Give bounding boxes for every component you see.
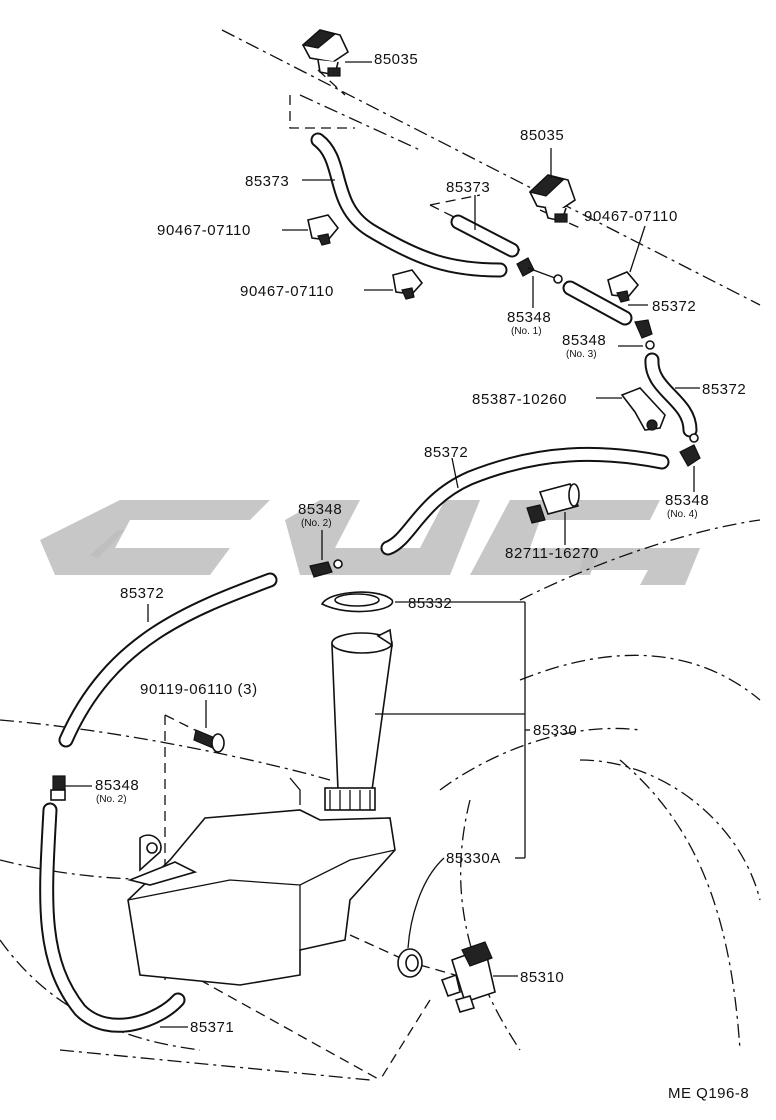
label-nozzle-top: 85035 (374, 51, 418, 68)
label-hose-85371: 85371 (190, 1019, 234, 1036)
washer-nozzle-top (301, 29, 372, 77)
washer-nozzle-middle (528, 148, 576, 223)
label-hose-85372-long: 85372 (120, 585, 164, 602)
clip-center (364, 269, 424, 300)
label-joint-no3-sub: (No. 3) (566, 349, 597, 360)
label-clip-center: 90467-07110 (240, 283, 334, 300)
label-joint-no2-lower-sub: (No. 2) (96, 794, 127, 805)
joint-85348-no4 (679, 433, 701, 492)
label-clip-right: 90467-07110 (584, 208, 678, 225)
washer-pump-85310 (440, 941, 518, 1013)
joint-85348-no1 (516, 257, 563, 308)
label-joint-no4-sub: (No. 4) (667, 509, 698, 520)
label-joint-no3: 85348 (562, 332, 606, 349)
hose-85372-center (380, 446, 670, 556)
joint-85348-no3 (618, 319, 655, 350)
hose-85373-left (302, 132, 508, 278)
hose-85372-right-middle (644, 352, 700, 438)
body-outline-lines (0, 29, 761, 1081)
hose-85371-bottom (39, 802, 188, 1033)
watermark-logo (40, 500, 700, 585)
bracket-85387 (596, 387, 666, 431)
label-grommet: 85330A (446, 850, 501, 867)
label-hose-85372-upper: 85372 (652, 298, 696, 315)
label-joint-no1: 85348 (507, 309, 551, 326)
bolt-90119 (193, 700, 225, 753)
label-hose-85372-center: 85372 (424, 444, 468, 461)
label-cap: 85332 (408, 595, 452, 612)
hose-85372-long-left (58, 572, 278, 748)
label-joint-no2-upper-sub: (No. 2) (301, 518, 332, 529)
label-joint-no4: 85348 (665, 492, 709, 509)
label-nozzle-middle: 85035 (520, 127, 564, 144)
label-joint-no2-lower: 85348 (95, 777, 139, 794)
label-hose-85373-middle: 85373 (446, 179, 490, 196)
tank-cap-85332 (320, 591, 525, 613)
check-valve-82711 (526, 483, 580, 545)
washer-tank-85330 (127, 602, 530, 986)
joint-85348-no2-lower (50, 775, 92, 801)
hose-85373-middle (450, 195, 520, 258)
hose-85372-upper-right (562, 280, 648, 326)
label-joint-no1-sub: (No. 1) (511, 326, 542, 337)
joint-85348-no2-upper (309, 530, 343, 578)
clip-left (282, 214, 340, 246)
figure-code: ME Q196-8 (668, 1085, 749, 1102)
label-tank: 85330 (533, 722, 577, 739)
label-clip-left: 90467-07110 (157, 222, 251, 239)
label-bracket: 85387-10260 (472, 391, 567, 408)
label-hose-85373-left: 85373 (245, 173, 289, 190)
grommet-85330a (397, 857, 525, 978)
label-hose-85372-right: 85372 (702, 381, 746, 398)
label-joint-no2-upper: 85348 (298, 501, 342, 518)
label-valve: 82711-16270 (505, 545, 599, 562)
label-bolt: 90119-06110 (3) (140, 681, 258, 698)
label-pump: 85310 (520, 969, 564, 986)
clip-right (607, 225, 646, 303)
